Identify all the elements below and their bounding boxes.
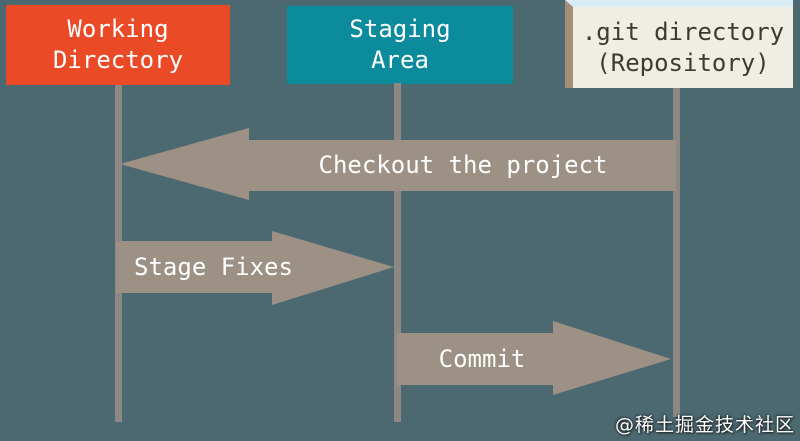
git-directory-lifeline — [673, 88, 680, 417]
watermark-text: @稀土掘金技术社区 — [614, 414, 795, 436]
column-box-git-directory: .git directory (Repository) — [565, 0, 793, 88]
stage-fixes-arrow-label: Stage Fixes — [134, 253, 293, 281]
checkout-arrow-label: Checkout the project — [318, 150, 608, 179]
git-directory-label-line1: .git directory — [581, 17, 785, 46]
working-directory-label-line1: Working — [67, 15, 169, 43]
git-directory-label-line2: (Repository) — [596, 48, 770, 77]
column-box-staging-area: Staging Area — [287, 6, 513, 84]
commit-arrow-label: Commit — [438, 345, 526, 373]
staging-area-label-line2: Area — [371, 46, 429, 74]
commit-arrow-right-icon — [397, 321, 671, 395]
checkout-arrow-left-icon — [120, 128, 676, 200]
staging-area-label-line1: Staging — [349, 15, 451, 43]
column-box-working-directory: Working Directory — [6, 5, 230, 85]
stage-fixes-arrow-right-icon — [116, 231, 394, 305]
working-directory-label-line2: Directory — [52, 46, 184, 74]
staging-area-lifeline — [394, 83, 401, 422]
